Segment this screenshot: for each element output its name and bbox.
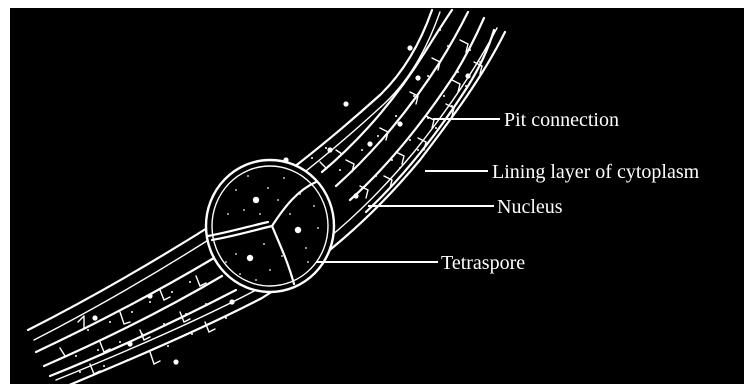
label-tetraspore: Tetraspore xyxy=(441,252,525,274)
diagram-background xyxy=(10,8,744,384)
label-pit-connection: Pit connection xyxy=(504,109,619,131)
label-nucleus: Nucleus xyxy=(497,196,563,218)
tetrasporangium xyxy=(206,160,334,292)
label-lining-layer-of-cytoplasm: Lining layer of cytoplasm xyxy=(492,161,700,183)
